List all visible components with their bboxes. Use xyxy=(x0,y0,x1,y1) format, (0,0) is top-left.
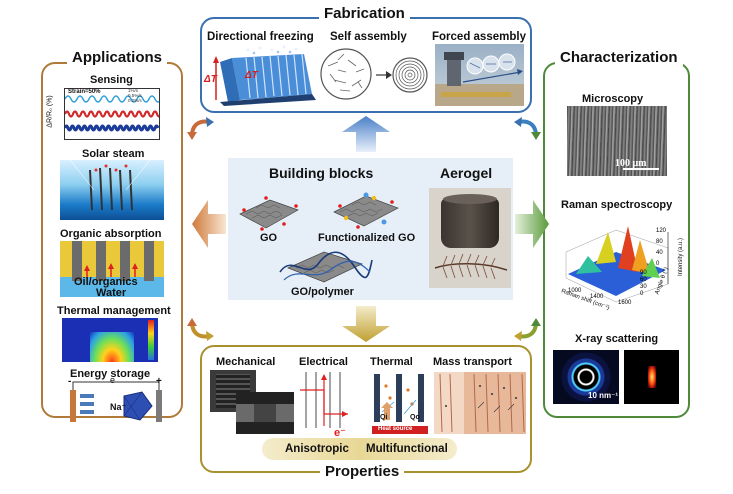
applications-title: Applications xyxy=(67,49,168,66)
tag-anisotropic: Anisotropic xyxy=(285,443,349,455)
delta-t-horizontal: ΔT xyxy=(245,70,258,81)
mass-transport-illustration xyxy=(434,372,526,434)
sensing-ylabel: ΔR/R₀ (%) xyxy=(46,95,54,128)
fabrication-item-self-assembly: Self assembly xyxy=(330,31,407,43)
char-item-raman: Raman spectroscopy xyxy=(561,199,673,211)
functionalized-go-illustration xyxy=(333,192,399,229)
energy-plus: + xyxy=(156,376,162,387)
arrow-to-characterization xyxy=(515,200,549,248)
prop-item-mechanical: Mechanical xyxy=(216,356,276,368)
corner-arrow-bottom-right xyxy=(514,318,541,341)
app-item-energy-storage: Energy storage xyxy=(70,368,151,380)
delta-t-vertical: ΔT xyxy=(204,74,217,85)
properties-tag-bar xyxy=(262,438,457,460)
microscopy-image xyxy=(567,106,667,176)
sensing-legend-1: 1%/s xyxy=(128,88,139,93)
energy-storage-illustration xyxy=(70,381,162,422)
energy-minus: - xyxy=(68,376,72,387)
corner-arrow-top-left xyxy=(187,117,214,140)
thermal-illustration xyxy=(374,374,424,422)
aerogel-photo xyxy=(429,188,511,288)
organic-water-label: Water xyxy=(96,287,127,299)
fabrication-title: Fabrication xyxy=(319,5,410,22)
aerogel-title: Aerogel xyxy=(440,165,493,181)
raman-z-tick-80: 80 xyxy=(656,239,663,245)
raman-x-tick-1600: 1600 xyxy=(618,300,632,306)
go-polymer-label: GO/polymer xyxy=(291,286,354,298)
go-sheet-illustration xyxy=(239,196,299,231)
fabrication-item-forced-assembly: Forced assembly xyxy=(432,31,526,43)
app-item-thermal-management: Thermal management xyxy=(57,305,171,317)
corner-arrow-top-right xyxy=(514,117,541,140)
prop-item-mass-transport: Mass transport xyxy=(433,356,512,368)
sensing-legend-3: 0.2%/s xyxy=(128,98,142,103)
raman-z-ticks: 120 80 40 0 xyxy=(656,226,666,270)
forced-assembly-illustration xyxy=(435,44,524,106)
energy-ion: Na⁺ xyxy=(110,402,127,412)
xray-scale-label: 10 nm⁻¹ xyxy=(588,391,619,400)
xray-pattern-1 xyxy=(553,350,619,404)
mechanical-photo-1 xyxy=(210,370,256,412)
raman-y-tick-60: 60 xyxy=(640,277,647,283)
organic-absorption-illustration xyxy=(60,241,164,297)
raman-z-tick-40: 40 xyxy=(656,250,663,256)
electrical-electron: e⁻ xyxy=(334,427,346,439)
go-polymer-illustration xyxy=(279,251,373,283)
fabrication-item-directional-freezing: Directional freezing xyxy=(207,31,314,43)
raman-y-ticks: 90 60 30 0 xyxy=(640,270,647,298)
thermal-q-out: Qo xyxy=(410,414,420,421)
xray-pattern-2 xyxy=(624,350,679,404)
sensing-legend: 1%/s 0.5%/s 0.2%/s xyxy=(128,88,142,103)
app-item-organic-absorption: Organic absorption xyxy=(60,228,162,240)
raman-x-tick-1000: 1000 xyxy=(568,288,582,294)
electrical-illustration xyxy=(300,372,348,428)
heat-source-label: Heat source xyxy=(378,426,413,432)
raman-y-tick-30: 30 xyxy=(640,284,647,290)
app-item-sensing: Sensing xyxy=(90,74,133,86)
self-assembly-illustration xyxy=(320,48,428,100)
characterization-title: Characterization xyxy=(555,49,683,66)
energy-electron: e xyxy=(110,375,116,385)
heat-source-bar xyxy=(372,426,428,434)
raman-z-tick-120: 120 xyxy=(656,228,667,234)
prop-item-thermal: Thermal xyxy=(370,356,413,368)
prop-item-electrical: Electrical xyxy=(299,356,348,368)
raman-zlabel: Intensity (a.u.) xyxy=(678,238,685,277)
raman-x-tick-1400: 1400 xyxy=(590,294,604,300)
sensing-legend-2: 0.5%/s xyxy=(128,93,142,98)
microscopy-scale-bar: 100 μm xyxy=(615,158,647,169)
thermal-management-map xyxy=(62,318,158,362)
solar-steam-illustration xyxy=(60,160,164,220)
building-blocks-title: Building blocks xyxy=(269,165,374,181)
char-item-microscopy: Microscopy xyxy=(582,93,644,105)
tag-multifunctional: Multifunctional xyxy=(366,443,448,455)
thermal-q-in: Qi xyxy=(380,414,388,421)
raman-y-tick-0: 0 xyxy=(640,291,644,297)
directional-freezing-illustration xyxy=(213,45,316,106)
app-item-solar-steam: Solar steam xyxy=(82,148,145,160)
organic-oil-label: Oil/organics xyxy=(74,276,138,288)
char-item-xray: X-ray scattering xyxy=(575,333,659,345)
arrow-to-fabrication xyxy=(342,116,390,152)
raman-z-tick-0: 0 xyxy=(656,261,660,267)
properties-title: Properties xyxy=(320,463,405,480)
arrow-to-applications xyxy=(192,200,226,248)
corner-arrow-bottom-left xyxy=(187,318,214,341)
go-label: GO xyxy=(260,232,278,244)
sensing-plot xyxy=(64,88,160,140)
mechanical-photo-2 xyxy=(236,392,294,434)
functionalized-go-label: Functionalized GO xyxy=(318,232,416,244)
raman-y-tick-90: 90 xyxy=(640,270,647,276)
raman-3d-plot xyxy=(565,226,669,303)
arrow-to-properties xyxy=(342,306,390,342)
sensing-strain-label: Strain=50% xyxy=(68,89,101,95)
